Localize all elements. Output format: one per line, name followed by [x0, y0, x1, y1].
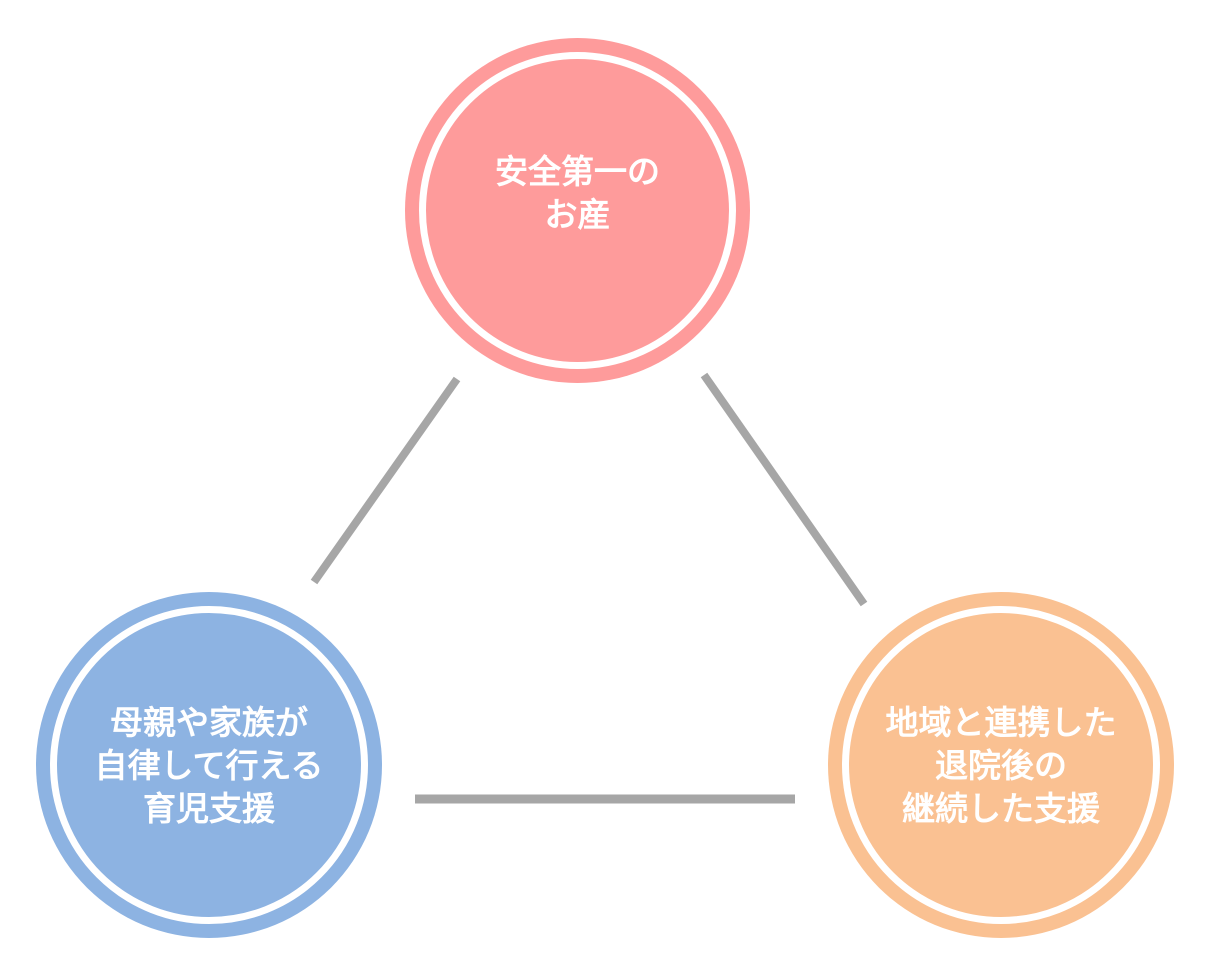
- node-parenting-support-circle: 母親や家族が 自律して行える 育児支援: [50, 606, 368, 924]
- node-safe-birth-line-2: お産: [544, 195, 611, 234]
- node-community-support: 地域と連携した 退院後の 継続した支援: [828, 592, 1174, 938]
- node-community-support-line-1: 地域と連携した: [885, 702, 1117, 742]
- node-community-support-line-3: 継続した支援: [902, 788, 1100, 828]
- node-parenting-support-line-2: 自律して行える: [94, 745, 324, 785]
- node-safe-birth: 安全第一の お産: [405, 38, 750, 383]
- node-safe-birth-circle: 安全第一の お産: [419, 52, 736, 369]
- node-community-support-line-2: 退院後の: [935, 745, 1067, 785]
- node-community-support-circle: 地域と連携した 退院後の 継続した支援: [842, 606, 1160, 924]
- node-parenting-support-line-3: 育児支援: [143, 788, 275, 828]
- node-parenting-support-line-1: 母親や家族が: [110, 702, 308, 742]
- connector-top-right: [700, 372, 868, 607]
- connector-top-left: [310, 376, 461, 585]
- node-parenting-support: 母親や家族が 自律して行える 育児支援: [36, 592, 382, 938]
- node-safe-birth-line-1: 安全第一の: [495, 152, 660, 191]
